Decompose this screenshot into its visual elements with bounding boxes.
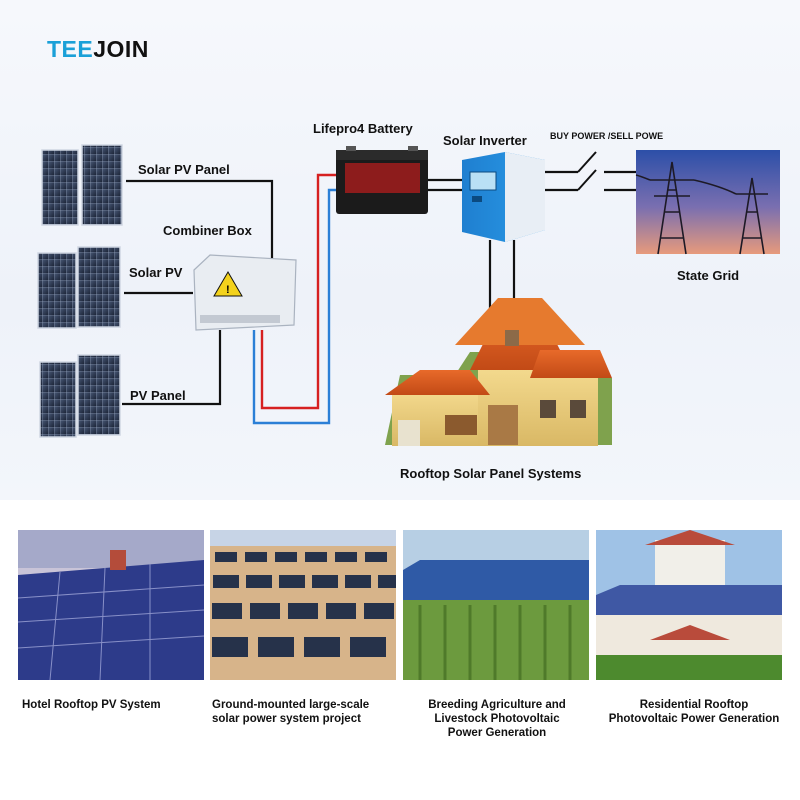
grid-switch-icon (577, 151, 597, 191)
caption-agriculture: Breeding Agriculture and Livestock Photo… (400, 698, 594, 740)
caption-line: Livestock Photovoltaic (434, 713, 560, 725)
dc-wires (122, 179, 274, 406)
caption-line: Photovoltaic Power Generation (608, 713, 780, 725)
photo-hotel-rooftop (17, 530, 205, 681)
solar-panel-group-3 (39, 354, 121, 438)
label-solar-pv: Solar PV (129, 265, 183, 280)
ac-wires (427, 170, 636, 318)
label-state-grid: State Grid (677, 268, 740, 283)
house-image (385, 298, 612, 446)
caption-ground-mounted: Ground-mounted large-scale solar power s… (212, 698, 402, 726)
caption-hotel-rooftop: Hotel Rooftop PV System (22, 698, 212, 712)
label-buy-sell: BUY POWER /SELL POWE (550, 131, 664, 141)
brand-logo: TEEJOIN (47, 36, 149, 63)
caption-line: solar power system project (212, 713, 361, 725)
svg-text:!: ! (226, 284, 230, 296)
label-battery: Lifepro4 Battery (313, 121, 413, 136)
logo-suffix: JOIN (93, 36, 149, 62)
caption-line: Breeding Agriculture and (428, 699, 566, 711)
battery (336, 146, 428, 214)
caption-line: Power Generation (447, 727, 547, 739)
battery-wires (252, 173, 340, 425)
combiner-box: ! (193, 254, 297, 331)
solar-inverter (462, 152, 545, 242)
solar-panel-group-2 (37, 246, 121, 329)
label-solar-pv-panel: Solar PV Panel (138, 162, 230, 177)
caption-line: Residential Rooftop (639, 699, 749, 711)
label-house: Rooftop Solar Panel Systems (400, 466, 582, 481)
label-pv-panel: PV Panel (130, 388, 186, 403)
caption-line: Ground-mounted large-scale (212, 699, 370, 711)
label-inverter: Solar Inverter (443, 133, 527, 148)
photo-residential (596, 530, 782, 680)
caption-line: Hotel Rooftop PV System (22, 699, 161, 711)
photo-ground-mounted (210, 530, 396, 680)
label-combiner-box: Combiner Box (163, 223, 252, 238)
state-grid-image (635, 150, 780, 255)
logo-prefix: TEE (47, 36, 94, 62)
photo-agriculture (403, 530, 589, 680)
caption-residential: Residential Rooftop Photovoltaic Power G… (596, 698, 792, 726)
solar-panel-group-1 (41, 144, 123, 226)
